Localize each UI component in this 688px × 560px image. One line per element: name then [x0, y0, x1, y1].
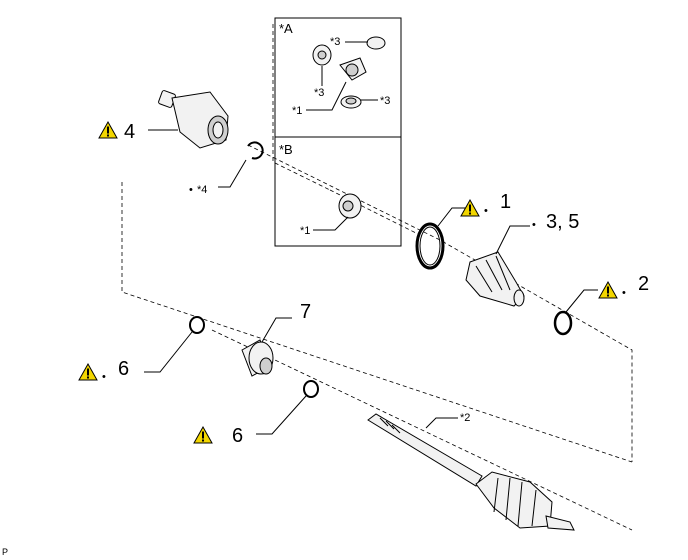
warning-triangle-icon: [78, 363, 98, 381]
detail-b-title: *B: [279, 142, 293, 157]
warning-triangle-icon: [193, 426, 213, 444]
warning-triangle-icon: [98, 121, 118, 139]
part-number-7: 7: [300, 301, 311, 323]
ref-star-3-top: *3: [330, 36, 340, 48]
dynamic-damper: [241, 317, 292, 377]
assembly-guide-lines: [121, 24, 633, 531]
snap-ring-lower: [256, 380, 319, 435]
snap-ring-upper: [144, 316, 205, 373]
part-number-6-upper: 6: [118, 358, 129, 380]
bullet: •: [622, 287, 626, 299]
bullet: •: [532, 219, 536, 231]
figure-footer-code: P: [2, 547, 8, 557]
part-number-4: 4: [124, 121, 135, 143]
tripod-joint-detail-b: [313, 193, 362, 231]
tripod-joint-detail-a: [306, 36, 386, 111]
detail-box: [274, 17, 402, 247]
boot-clamp-large: [415, 207, 466, 270]
drive-shaft: [367, 413, 575, 531]
ref-star-1-b: *1: [300, 225, 310, 237]
part-number-3-5: 3, 5: [546, 211, 579, 233]
inboard-joint-boot: [465, 225, 530, 307]
bullet: •: [484, 205, 488, 217]
ref-star-2: *2: [460, 412, 470, 424]
part-number-6-lower: 6: [232, 425, 243, 447]
ref-star-3-left: *3: [314, 87, 324, 99]
ref-star-1-a: *1: [292, 105, 302, 117]
bullet: •: [102, 371, 106, 383]
detail-a-title: *A: [279, 21, 293, 36]
bullet: •: [189, 184, 193, 196]
boot-clamp-small: [553, 289, 598, 336]
inboard-joint-housing: [148, 90, 229, 149]
snap-ring: [218, 141, 264, 188]
part-number-1: 1: [500, 191, 511, 213]
ref-star-4: *4: [197, 184, 207, 196]
warning-triangle-icon: [598, 281, 618, 299]
ref-star-3-bottom: *3: [380, 95, 390, 107]
part-number-2: 2: [638, 273, 649, 295]
